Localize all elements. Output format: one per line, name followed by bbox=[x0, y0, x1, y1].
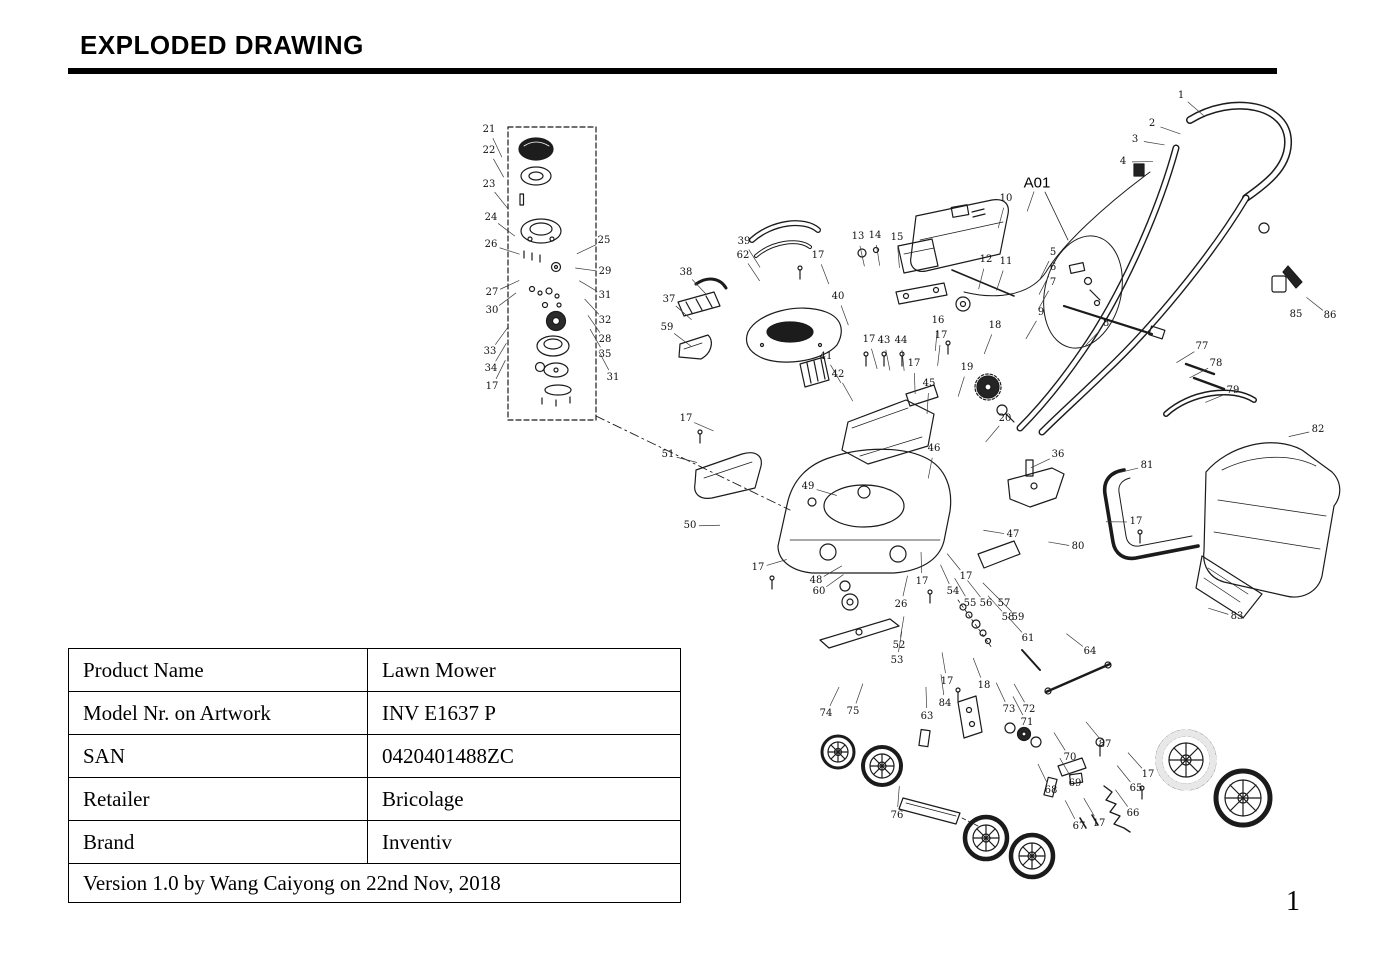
lever bbox=[1282, 265, 1303, 289]
cable-clip bbox=[1133, 163, 1145, 177]
switch-box bbox=[910, 199, 1009, 272]
table-row-label: Retailer bbox=[68, 777, 368, 821]
upper-handle bbox=[1186, 101, 1293, 202]
rotor-cup bbox=[536, 335, 570, 357]
wheels-group bbox=[820, 695, 1273, 880]
covers-group bbox=[677, 220, 1015, 423]
wheel-rear bbox=[1213, 768, 1273, 828]
connector bbox=[1258, 222, 1270, 234]
motor-housing-top bbox=[520, 218, 562, 244]
mower-deck bbox=[777, 448, 952, 574]
fan-cover bbox=[520, 166, 552, 186]
table-row-label: Product Name bbox=[68, 648, 368, 692]
table-row-label: Brand bbox=[68, 820, 368, 864]
grip-sleeve bbox=[1271, 275, 1287, 293]
lower-handle-tube-left bbox=[1016, 144, 1180, 432]
page-title: EXPLODED DRAWING bbox=[80, 30, 364, 60]
side-wedge bbox=[678, 334, 712, 360]
wheel-mid-left bbox=[962, 814, 1010, 862]
blade-group bbox=[819, 580, 1112, 695]
bracket bbox=[895, 282, 948, 305]
trim-strip bbox=[694, 277, 728, 290]
table-row-label: SAN bbox=[68, 734, 368, 778]
bag-rod-2 bbox=[1192, 376, 1226, 391]
inset-box bbox=[507, 126, 597, 421]
pulley bbox=[955, 296, 971, 312]
switch-housing-group bbox=[857, 199, 1015, 312]
bag-frame bbox=[1102, 468, 1200, 561]
mount-plate bbox=[544, 384, 572, 396]
deck-group bbox=[694, 399, 1065, 574]
motor-inset-group bbox=[507, 126, 791, 511]
version-note: Version 1.0 by Wang Caiyong on 22nd Nov,… bbox=[68, 863, 681, 903]
control-rod bbox=[951, 269, 1015, 297]
handle-group bbox=[963, 101, 1303, 436]
inset-reference-line bbox=[595, 415, 791, 511]
rear-bracket bbox=[1007, 467, 1065, 508]
a01-callout-ellipse bbox=[1043, 235, 1123, 349]
discharge-chute bbox=[841, 399, 935, 465]
side-cover bbox=[694, 452, 762, 499]
rear-flap bbox=[977, 540, 1021, 569]
top-cover bbox=[745, 307, 842, 363]
table-row-label: Model Nr. on Artwork bbox=[68, 691, 368, 735]
switch-plate bbox=[897, 238, 939, 274]
wheel-front-small bbox=[820, 734, 856, 770]
wheel-mid-right bbox=[1008, 832, 1056, 880]
cable bbox=[963, 171, 1151, 297]
table-row-value: 0420401488ZC bbox=[367, 734, 681, 778]
wheel-rear-treaded bbox=[1155, 729, 1217, 791]
bag-bottom-flap bbox=[1195, 555, 1263, 619]
grass-bag-group bbox=[1102, 362, 1341, 619]
leader-lines bbox=[492, 101, 1324, 820]
page-number: 1 bbox=[1286, 886, 1300, 917]
blade bbox=[819, 618, 900, 649]
table-row-value: INV E1637 P bbox=[367, 691, 681, 735]
title-rule bbox=[68, 68, 1277, 74]
wheel-front bbox=[861, 745, 903, 787]
grass-bag bbox=[1203, 442, 1341, 598]
shaft bbox=[519, 193, 525, 206]
spring bbox=[1103, 785, 1131, 833]
axle-tube bbox=[898, 797, 961, 825]
table-row-value: Inventiv bbox=[367, 820, 681, 864]
height-adjust-rod bbox=[1044, 662, 1112, 694]
vent-insert bbox=[799, 356, 830, 388]
axle-plate bbox=[957, 695, 983, 739]
table-row-value: Lawn Mower bbox=[367, 648, 681, 692]
table-row: Version 1.0 by Wang Caiyong on 22nd Nov,… bbox=[68, 863, 681, 903]
handle-knob-bolt bbox=[1062, 304, 1154, 336]
screws-group bbox=[697, 265, 1145, 800]
handle-clamp bbox=[1068, 262, 1086, 274]
bag-rod-1 bbox=[1184, 362, 1216, 376]
table-row-value: Bricolage bbox=[367, 777, 681, 821]
fan-impeller bbox=[518, 137, 554, 161]
